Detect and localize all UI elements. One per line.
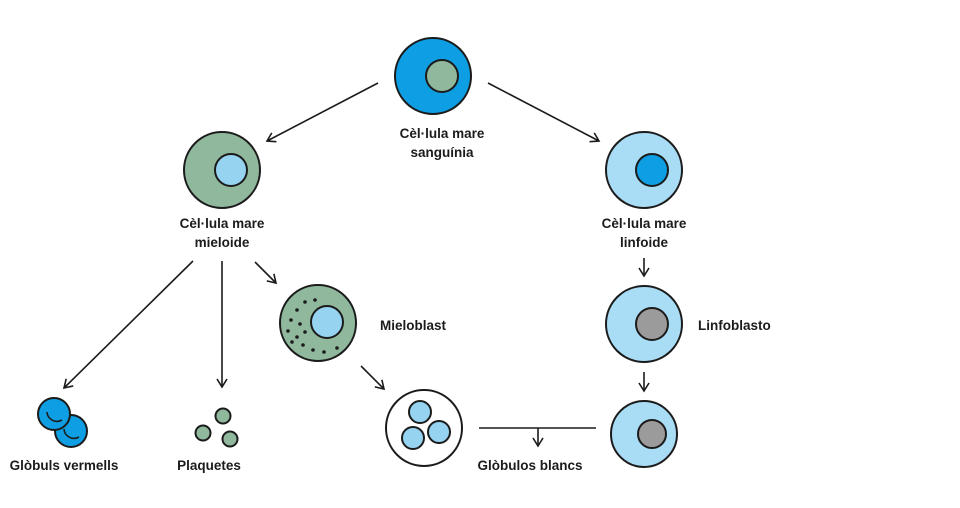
blood-stem-cell-nucleus (425, 59, 459, 93)
platelets (194, 407, 239, 448)
platelets-label: Plaquetes (177, 458, 241, 473)
lymphoid-stem-cell-label-line2: linfoide (619, 235, 668, 250)
lymphoblast-cell (605, 285, 683, 363)
blood-stem-cell-label-line2: sanguínia (410, 145, 474, 160)
arrow-myeloblast-to-granulocyte (360, 365, 386, 391)
blood-stem-cell-label-line1: Cèl·lula mare (399, 126, 485, 141)
white-cells-label: Glòbulos blancs (477, 458, 583, 473)
lymphoblast-label: Linfoblasto (698, 318, 771, 333)
myeloid-stem-cell-nucleus (214, 153, 248, 187)
myeloid-stem-cell-label-line2: mieloide (194, 235, 250, 250)
arrow-blood-to-myeloid (265, 82, 379, 143)
lymphoid-stem-cell (605, 131, 683, 209)
blood-stem-cell-label: Cèl·lula mare sanguínia (400, 124, 485, 162)
lymphoid-stem-cell-label-line1: Cèl·lula mare (601, 216, 687, 231)
lymphocyte-nucleus (637, 419, 667, 449)
arrows (62, 82, 650, 448)
granulocyte-cell (385, 389, 463, 467)
myeloid-stem-cell-label: Cèl·lula mare mieloide (180, 214, 265, 252)
lymphoid-stem-cell-nucleus (635, 153, 669, 187)
myeloblast-granules (286, 298, 339, 354)
myeloblast-cell (279, 284, 357, 362)
myeloblast-nucleus (310, 305, 344, 339)
arrow-myeloid-to-red-cells (62, 260, 194, 390)
myeloblast-label: Mieloblast (380, 318, 447, 333)
arrow-myeloid-to-myeloblast (254, 261, 278, 285)
myeloid-stem-cell (183, 131, 261, 209)
blood-stem-cell (394, 37, 472, 115)
lymphoblast-nucleus (635, 307, 669, 341)
myeloid-stem-cell-label-line1: Cèl·lula mare (179, 216, 265, 231)
red-cells-label: Glòbuls vermells (9, 458, 119, 473)
lymphoid-stem-cell-label: Cèl·lula mare linfoide (602, 214, 687, 252)
arrow-blood-to-lymphoid (487, 82, 601, 143)
lymphocyte-cell (610, 400, 678, 468)
red-blood-cells (37, 397, 88, 448)
